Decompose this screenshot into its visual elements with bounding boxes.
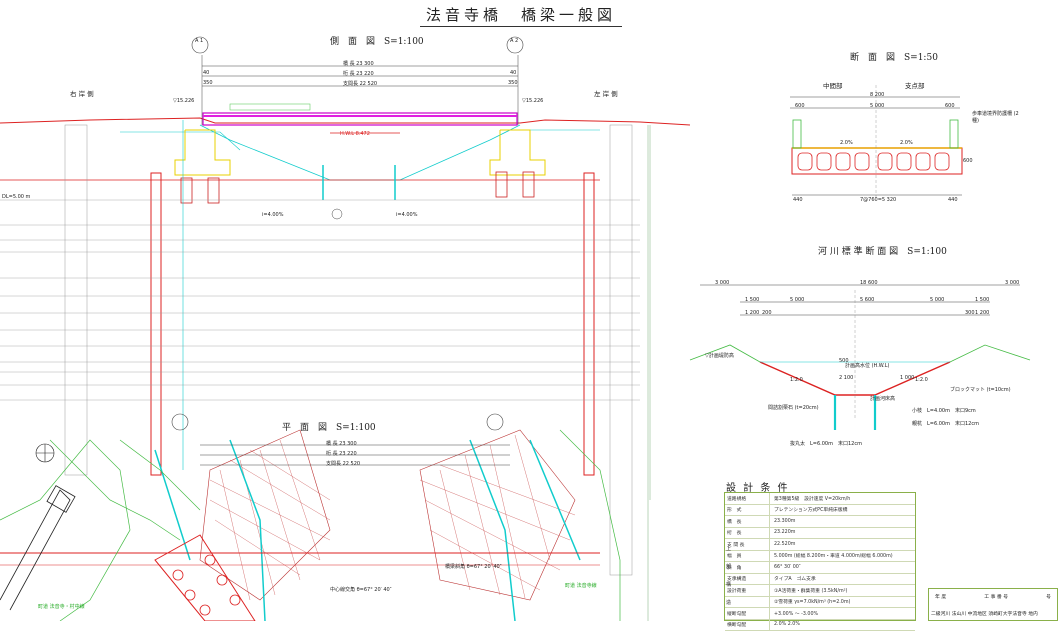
side-view-title: 側 面 図 S=1:100 [330,34,424,47]
slope-right-label: 1:2.0 [915,377,928,383]
river-total: 18 600 [860,280,878,286]
section-right-width: 600 [945,103,955,109]
section-height: 600 [963,158,973,164]
height-label-2: 500 [839,358,849,364]
left-elevation: ▽15.226 [173,98,194,104]
pile2-label: 親杭 L=6.00m 末口12cm [912,420,979,427]
plan-span-length: 支間長 22 520 [326,460,360,467]
dim-40-left: 40 [203,70,209,76]
plan-girder-length: 桁 長 23 220 [326,450,357,457]
river-side-right: 3 000 [1005,280,1019,286]
section-inner-width: 5 000 [870,103,884,109]
table-row: 縦断勾配+3.00% ～ -3.00% [725,608,915,620]
side-span-length: 支間長 22 520 [343,80,377,87]
page-label: 号 [1046,593,1051,600]
section-slope-left: 2.0% [840,140,853,146]
section-bottom-left: 440 [793,197,803,203]
table-row: 支承構造タイプA ゴム支承 [725,574,915,586]
table-row: ②雪荷重 γs=7.0kN/m³ (h=2.0m) [725,597,915,609]
river-d6: 1 200 [745,310,759,316]
side-girder-length: 桁 長 23 220 [343,70,374,77]
table-row: 道路規格第3種第5級 設計速度 V=20km/h [725,493,915,505]
dim-350-left: 350 [203,80,213,86]
support-section-label: 支点部 [905,80,925,90]
project-name: 二級河川 法山川 中流地区 須崎町大字法音寺 地内 [929,604,1057,617]
skew-label: 中心線交角 θ=67° 20′ 40″ [330,586,392,593]
mid-section-label: 中間部 [823,80,843,90]
railing-note: 歩車道境界防護柵 (2種) [972,110,1022,124]
plan-view-title: 平 面 図 S=1:100 [282,420,376,433]
river-section-drawing [690,285,1030,430]
height-label-1: 2 100 [839,375,853,381]
road-label: 町道 法音寺・村中線 [38,603,85,610]
hwl-label: H.W.L 8.472 [340,131,370,137]
river-d7: 1 200 [975,310,989,316]
river-section-title: 河 川 標 準 断 面 図 S=1:100 [818,244,947,257]
plan-bridge-length: 橋 長 23 300 [326,440,357,447]
grade-left: i=4.00% [262,212,283,218]
section-slope-right: 2.0% [900,140,913,146]
river-d2: 5 000 [790,297,804,303]
right-bank-label: 右 岸 側 [70,88,94,98]
plan-bed-label: 計画河床高 [870,395,895,402]
river-d8: 200 [762,310,772,316]
dim-40-right: 40 [510,70,516,76]
skew-label-2: 橋梁斜角 θ=67° 20′ 40″ [445,563,502,570]
left-bank-label: 左 岸 側 [594,88,618,98]
right-elevation: ▽15.226 [522,98,543,104]
pile3-label: 抜丸太 L=6.00m 末口12cm [790,440,862,447]
title-block: 年 度 工 事 番 号 号 二級河川 法山川 中流地区 須崎町大字法音寺 地内 [928,588,1058,621]
grade-right: i=4.00% [396,212,417,218]
height-label-3: 1 000 [900,375,914,381]
section-bottom-right: 440 [948,197,958,203]
section-view-title: 断 面 図 S=1:50 [850,50,938,63]
section-total-width: 8 200 [870,92,884,98]
riprap-label: 間詰割栗石 (t=20cm) [768,404,819,411]
table-row: 形 式プレテンション方式PC単純床版橋 [725,505,915,517]
slope-left-label: 1:2.0 [790,377,803,383]
plan-hwl-label: 計画高水位 (H.W.L) [845,362,890,369]
river-side-left: 3 000 [715,280,729,286]
side-bridge-length: 橋 長 23 300 [343,60,374,67]
side-view-drawing [0,37,690,575]
abutment-a2-label: A 2 [510,38,518,44]
superstructure-side-label: 上部構造 [726,540,732,612]
river-d3: 5 600 [860,297,874,303]
road-label-2: 町道 法音寺線 [565,582,597,589]
plan-view-drawing [0,414,620,621]
river-d1: 1 500 [745,297,759,303]
abutment-a1-label: A 1 [195,38,203,44]
dim-350-right: 350 [508,80,518,86]
section-left-width: 600 [795,103,805,109]
year-label: 年 度 [935,593,946,600]
river-d4: 5 000 [930,297,944,303]
design-conditions-table: 道路規格第3種第5級 設計速度 V=20km/h 形 式プレテンション方式PC単… [724,492,916,621]
work-number-label: 工 事 番 号 [984,593,1008,600]
block-mat-label: ブロックマット (t=10cm) [950,386,1011,393]
datum-level: DL=5.00 m [2,194,30,200]
sheet-pile-label: 小枝 L=4.00m 末口9cm [912,407,976,414]
plan-dike-label: ▽計画堤防高 [705,352,734,359]
river-d9: 300 [965,310,975,316]
river-d5: 1 500 [975,297,989,303]
section-bottom-dim: 7@760=5 320 [860,197,896,203]
